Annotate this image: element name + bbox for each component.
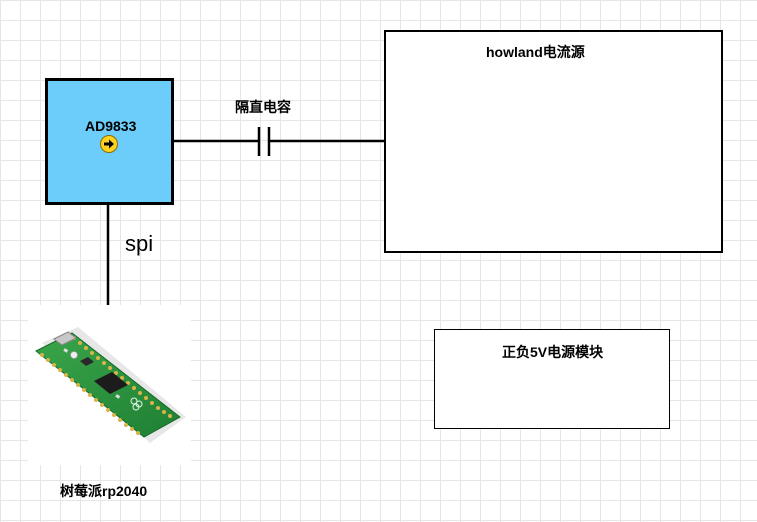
rp2040-board-image <box>28 305 191 465</box>
howland-current-source-block[interactable] <box>384 30 723 253</box>
ad9833-label: AD9833 <box>85 118 137 134</box>
arrow-right-circle-icon <box>100 135 118 153</box>
power-module-block[interactable] <box>434 329 670 429</box>
raspberry-pi-pico-board <box>35 327 186 443</box>
rp2040-label: 树莓派rp2040 <box>60 483 148 499</box>
capacitor-label: 隔直电容 <box>235 99 291 115</box>
power-module-label: 正负5V电源模块 <box>502 344 604 360</box>
howland-label: howland电流源 <box>486 44 585 60</box>
spi-label: spi <box>125 231 154 256</box>
